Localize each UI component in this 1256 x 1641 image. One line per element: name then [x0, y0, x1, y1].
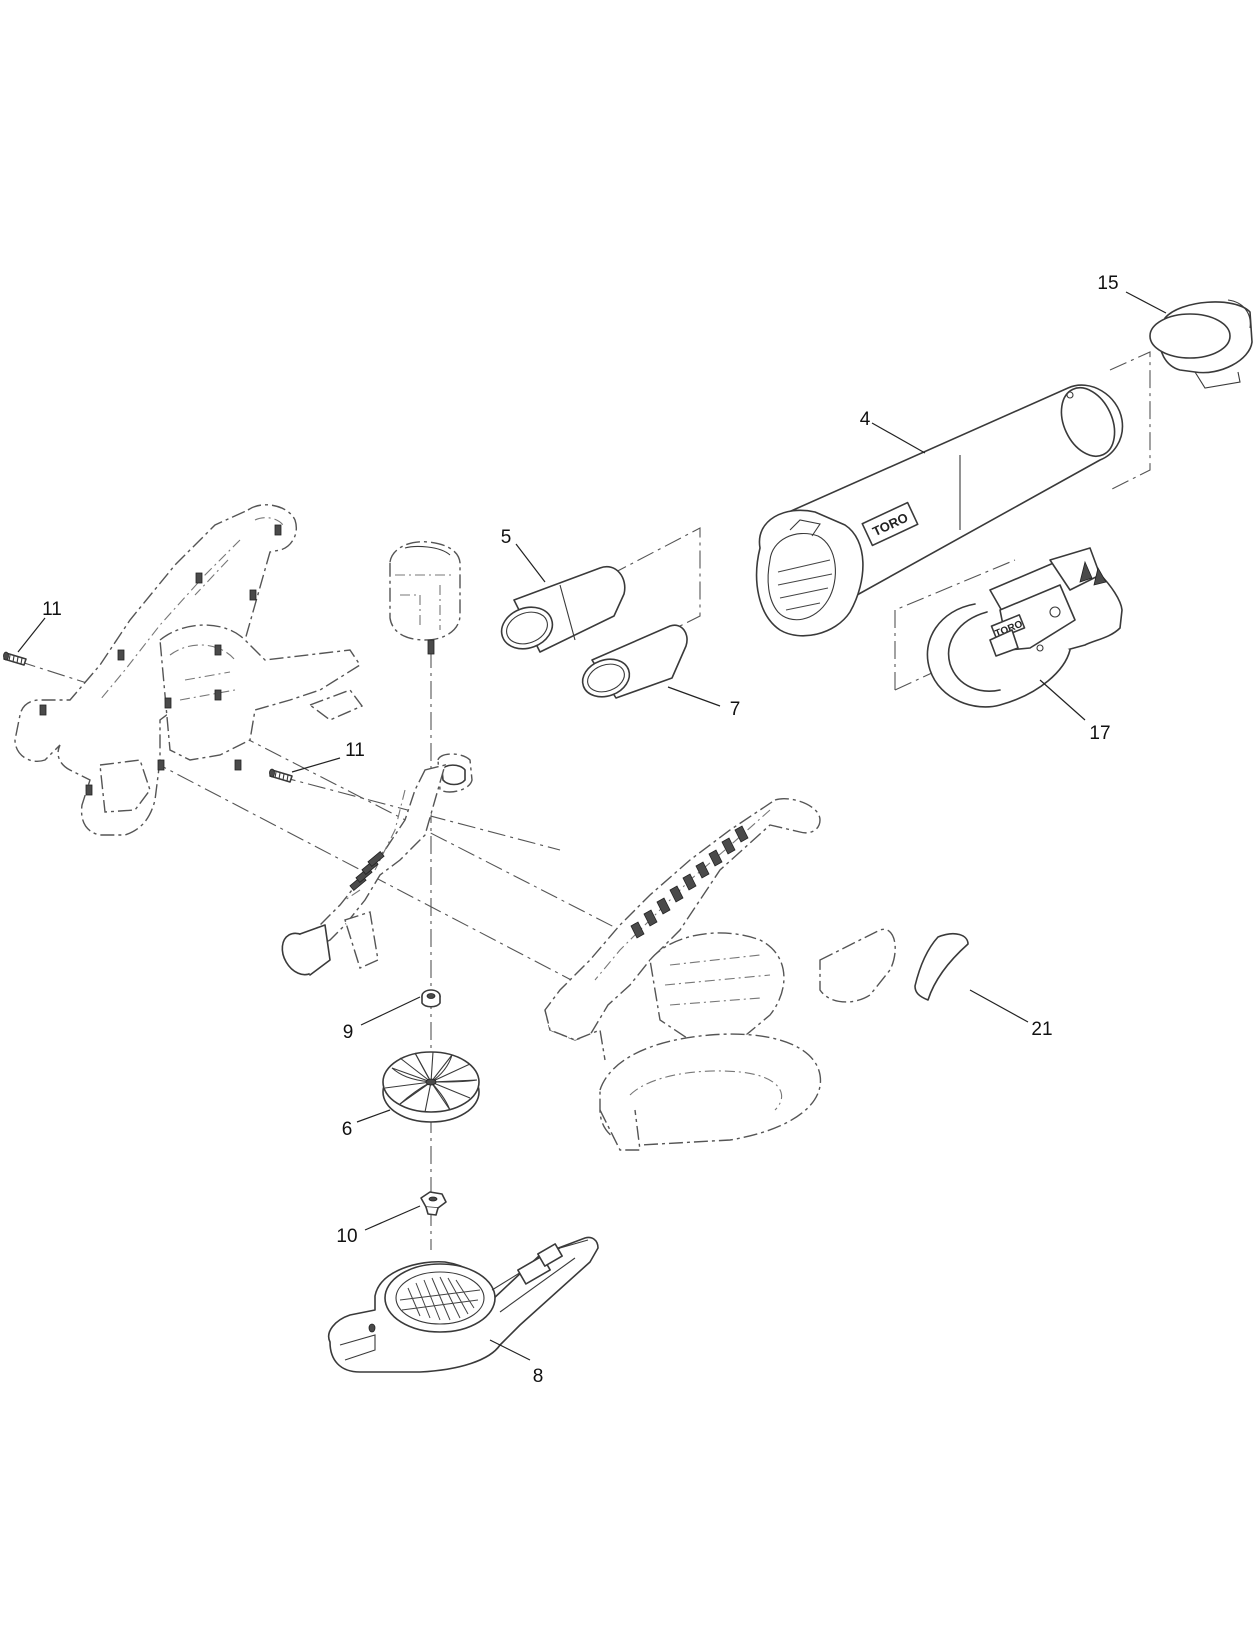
callout-4: 4 [860, 409, 871, 430]
motor-assembly [389, 541, 461, 655]
leader-lines [17, 291, 1167, 1361]
screw-part-11-left [3, 651, 27, 666]
callout-10: 10 [336, 1226, 357, 1247]
callout-17: 17 [1089, 723, 1110, 744]
curved-insert-part-21 [914, 932, 969, 1001]
switch-cord-assembly [281, 753, 473, 976]
handle-part-17: TORO [926, 547, 1123, 708]
nut-part-10 [420, 1191, 447, 1216]
left-housing-half [14, 504, 364, 836]
right-housing-half [544, 798, 896, 1151]
callout-15: 15 [1097, 273, 1118, 294]
narrow-nozzle-part-7 [581, 624, 688, 699]
callout-7: 7 [730, 699, 741, 720]
housing-screw-bosses [39, 524, 282, 796]
tube-clip-part-15 [1149, 299, 1253, 389]
housing-grip-ribs [630, 825, 749, 939]
callout-5: 5 [501, 527, 512, 548]
callout-11-right: 11 [345, 740, 365, 761]
fan-impeller-part-6 [382, 1051, 480, 1123]
callout-11-left: 11 [42, 599, 62, 620]
intake-grille [399, 1276, 481, 1321]
callout-8: 8 [533, 1366, 544, 1387]
cord-strain-relief [349, 850, 385, 892]
bushing-part-9 [421, 989, 441, 1008]
callout-21: 21 [1031, 1019, 1052, 1040]
callout-labels: 15 4 5 7 11 11 17 9 6 10 8 21 [42, 273, 1118, 1387]
callout-9: 9 [343, 1022, 354, 1043]
wide-nozzle-part-5 [500, 565, 626, 653]
screw-part-11-right [269, 768, 293, 783]
base-intake-part-8 [328, 1236, 599, 1373]
callout-6: 6 [342, 1119, 353, 1140]
blower-tube-part-4: TORO [755, 384, 1124, 637]
